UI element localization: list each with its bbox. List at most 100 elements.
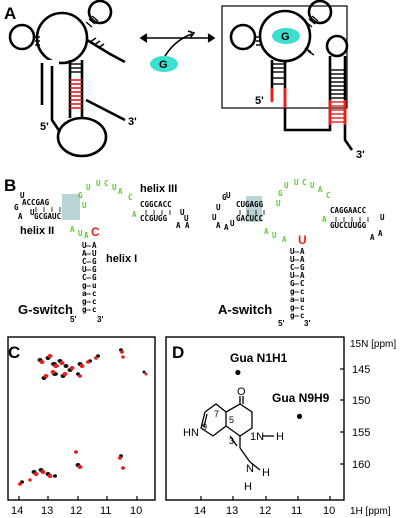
red-stem-unbound bbox=[70, 79, 82, 109]
atom-n-amino: N bbox=[246, 463, 254, 475]
panel-c-tick-14: 14 bbox=[11, 505, 23, 517]
svg-text:U: U bbox=[284, 181, 289, 190]
stem-hatch-unbound bbox=[35, 15, 105, 73]
svg-text:U: U bbox=[380, 213, 385, 222]
svg-text:G: G bbox=[78, 191, 83, 200]
a-switch-label: A-switch bbox=[218, 302, 272, 317]
panel-d-xtick-14: 14 bbox=[194, 505, 206, 517]
svg-text:c: c bbox=[92, 305, 97, 314]
red-hatch-bound bbox=[330, 101, 345, 123]
svg-text:U: U bbox=[86, 183, 91, 192]
svg-text:c: c bbox=[300, 303, 305, 312]
a-switch-key-nt: U bbox=[298, 233, 307, 247]
five-prime-a-right: 5' bbox=[255, 95, 264, 107]
a-switch-three-prime: 3' bbox=[304, 319, 310, 328]
g-switch-key-nt: C bbox=[91, 225, 100, 239]
svg-text:A: A bbox=[322, 215, 327, 224]
svg-text:C: C bbox=[104, 179, 109, 188]
panel-c-tick-12: 12 bbox=[70, 505, 82, 517]
hsqc-spectrum bbox=[18, 348, 148, 486]
panel-c-frame bbox=[7, 336, 156, 501]
riboswitch-bound bbox=[229, 0, 354, 151]
svg-text:U: U bbox=[82, 201, 87, 210]
svg-text:U: U bbox=[294, 178, 299, 187]
red-strands-bound bbox=[270, 88, 347, 125]
svg-text:A: A bbox=[18, 212, 23, 221]
five-prime-a-left: 5' bbox=[40, 121, 49, 133]
svg-text:C: C bbox=[300, 279, 305, 288]
atom-h3: H bbox=[244, 481, 252, 493]
riboswitch-unbound bbox=[8, 0, 126, 158]
svg-text:U: U bbox=[216, 203, 221, 212]
svg-text:A: A bbox=[300, 271, 305, 280]
svg-text:A: A bbox=[282, 235, 287, 244]
svg-text:a: a bbox=[82, 289, 87, 298]
atom-n9: 9 bbox=[202, 422, 207, 432]
svg-text:G: G bbox=[278, 189, 283, 198]
svg-text:A: A bbox=[84, 231, 89, 240]
svg-text:A: A bbox=[300, 247, 305, 256]
panel-d-xtick-13: 13 bbox=[226, 505, 238, 517]
panel-label-a: A bbox=[4, 4, 16, 23]
a-switch-five-prime: 5' bbox=[278, 319, 284, 328]
ligand-label: G bbox=[159, 59, 168, 71]
svg-text:A: A bbox=[216, 221, 221, 230]
helix-ii-label: helix II bbox=[20, 225, 54, 237]
svg-text:U: U bbox=[180, 208, 185, 217]
svg-text:U: U bbox=[82, 241, 87, 250]
svg-text:A: A bbox=[264, 227, 269, 236]
svg-text:U: U bbox=[82, 265, 87, 274]
svg-text:g: g bbox=[290, 287, 295, 296]
three-prime-a-left: 3' bbox=[128, 116, 137, 128]
svg-text:CAGGAACC: CAGGAACC bbox=[330, 206, 366, 215]
nmr-peak-1 bbox=[235, 369, 241, 376]
equilibrium-arrow bbox=[139, 30, 216, 57]
svg-text:g: g bbox=[290, 303, 295, 312]
svg-text:G: G bbox=[92, 257, 97, 266]
atom-n3: 3 bbox=[229, 436, 234, 446]
svg-text:C: C bbox=[290, 263, 295, 272]
g-switch-five-prime: 5' bbox=[70, 315, 76, 324]
panel-d-xtick-10: 10 bbox=[323, 505, 335, 517]
panel-d-x-unit: 1H [ppm] bbox=[350, 506, 391, 517]
svg-text:A A: A A bbox=[176, 221, 190, 230]
svg-text:A: A bbox=[318, 185, 323, 194]
panel-label-c: C bbox=[8, 343, 20, 362]
svg-text:U: U bbox=[310, 181, 315, 190]
svg-text:CGGCACC: CGGCACC bbox=[140, 200, 172, 209]
svg-text:g: g bbox=[82, 281, 87, 290]
svg-text:CCGUGG: CCGUGG bbox=[140, 214, 168, 223]
svg-text:U: U bbox=[184, 214, 189, 223]
peak-label-n9h9: Gua N9H9 bbox=[272, 391, 330, 405]
atom-n7: 7 bbox=[214, 409, 219, 419]
svg-text:U: U bbox=[272, 231, 277, 240]
atom-h1: H bbox=[276, 431, 284, 443]
g-switch-label: G-switch bbox=[18, 302, 73, 317]
svg-text:g: g bbox=[82, 297, 87, 306]
panel-label-b: B bbox=[4, 176, 16, 195]
panel-d-frame bbox=[165, 336, 345, 501]
panel-c-tick-11: 11 bbox=[100, 505, 111, 517]
svg-text:CUGAGG: CUGAGG bbox=[236, 200, 264, 209]
atom-n1: 1N bbox=[250, 431, 264, 443]
atom-c5: 5 bbox=[229, 415, 234, 425]
stem-hatch-bound bbox=[256, 15, 345, 99]
guanine-ligand bbox=[150, 56, 178, 72]
svg-text:u: u bbox=[300, 295, 305, 304]
bound-ligand-label: G bbox=[281, 31, 290, 43]
svg-text:C: C bbox=[128, 193, 133, 202]
guanine-bound bbox=[272, 28, 300, 44]
svg-text:GUCCUUGG: GUCCUUGG bbox=[330, 221, 367, 230]
panel-d-xtick-11: 11 bbox=[291, 505, 302, 517]
panel-c-tick-10: 10 bbox=[130, 505, 142, 517]
svg-text:U: U bbox=[96, 179, 101, 188]
nmr-peak-2 bbox=[296, 413, 303, 419]
three-prime-a-right: 3' bbox=[356, 149, 365, 161]
svg-text:GCGAUC: GCGAUC bbox=[34, 212, 61, 221]
svg-text:c: c bbox=[300, 311, 305, 320]
svg-text:c: c bbox=[92, 289, 97, 298]
panel-c-x-ticks bbox=[18, 496, 138, 500]
